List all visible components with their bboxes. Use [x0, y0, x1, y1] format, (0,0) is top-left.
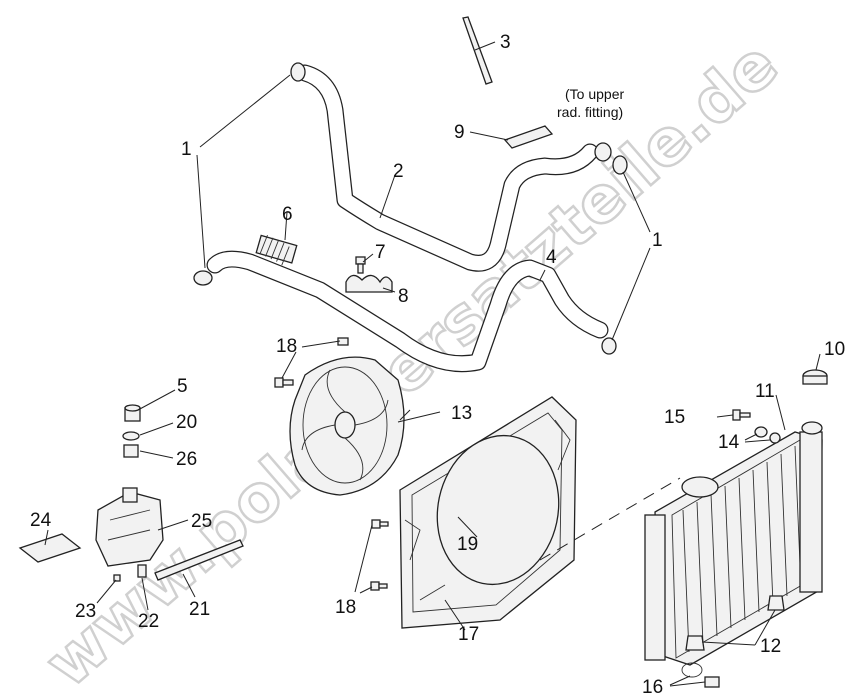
callout-5: 5	[177, 376, 188, 397]
callout-9: 9	[454, 122, 465, 143]
rod-3	[462, 16, 493, 85]
grommet-12-b	[685, 635, 705, 651]
callout-4: 4	[546, 247, 557, 268]
callout-19: 19	[457, 534, 478, 555]
callout-22: 22	[138, 611, 159, 632]
note-line-1: (To upper	[565, 86, 624, 102]
bolt-18-d	[370, 581, 388, 591]
callout-17: 17	[458, 624, 479, 645]
callout-18a: 18	[276, 336, 297, 357]
callout-18b: 18	[335, 597, 356, 618]
bolt-18-b	[274, 377, 294, 388]
alignment-line	[539, 477, 681, 561]
callout-12: 12	[760, 636, 781, 657]
clip-8	[345, 274, 393, 293]
bolt-7	[355, 256, 366, 274]
callout-21: 21	[189, 599, 210, 620]
callout-24: 24	[30, 510, 52, 531]
clamp-1-lower-left	[193, 270, 213, 286]
leader-lines	[44, 41, 821, 687]
callout-2: 2	[393, 161, 404, 182]
reservoir-25	[95, 487, 164, 567]
callout-20: 20	[176, 412, 197, 433]
clamp-1-upper-left	[290, 62, 306, 82]
sleeve-6	[255, 234, 298, 266]
hose-2	[296, 64, 599, 272]
callout-14: 14	[718, 432, 740, 453]
tube-21	[154, 539, 244, 581]
callout-8: 8	[398, 286, 409, 307]
bracket-24	[18, 533, 82, 563]
fitting-note: (To upper rad. fitting)	[557, 86, 624, 120]
cap-10	[801, 369, 828, 435]
callout-15: 15	[664, 407, 685, 428]
clamp-1-lower-right	[601, 337, 617, 355]
fitting-16	[681, 662, 720, 688]
fan-13	[289, 356, 405, 496]
clamp-1-upper-right	[612, 155, 628, 175]
callout-25: 25	[191, 511, 212, 532]
cap-5	[124, 404, 141, 422]
callout-16: 16	[642, 677, 663, 698]
insert-26	[123, 444, 139, 458]
bolt-23	[113, 574, 121, 582]
radiator-11	[644, 431, 823, 666]
callout-10: 10	[824, 339, 845, 360]
grommet-12-a	[767, 595, 785, 611]
hose-4	[206, 250, 609, 373]
callouts: 1 1 2 3 4 5 6 7 8 9 10 11 12 13 14 15 16…	[30, 32, 845, 698]
bolt-15	[732, 409, 751, 421]
callout-6: 6	[282, 204, 293, 225]
washer-20	[122, 431, 140, 441]
shroud-17	[399, 396, 577, 629]
callout-11: 11	[755, 381, 775, 402]
callout-1b: 1	[652, 230, 663, 251]
callout-13: 13	[451, 403, 472, 424]
note-line-2: rad. fitting)	[557, 104, 623, 120]
callout-23: 23	[75, 601, 96, 622]
pad-9	[503, 125, 554, 149]
callout-3: 3	[500, 32, 511, 53]
bolt-18-c	[371, 519, 389, 529]
hose-end-right	[594, 142, 612, 162]
callout-1a: 1	[181, 139, 192, 160]
callout-26: 26	[176, 449, 197, 470]
washer-14	[754, 426, 781, 444]
fitting-22	[137, 564, 147, 578]
callout-7: 7	[375, 242, 386, 263]
